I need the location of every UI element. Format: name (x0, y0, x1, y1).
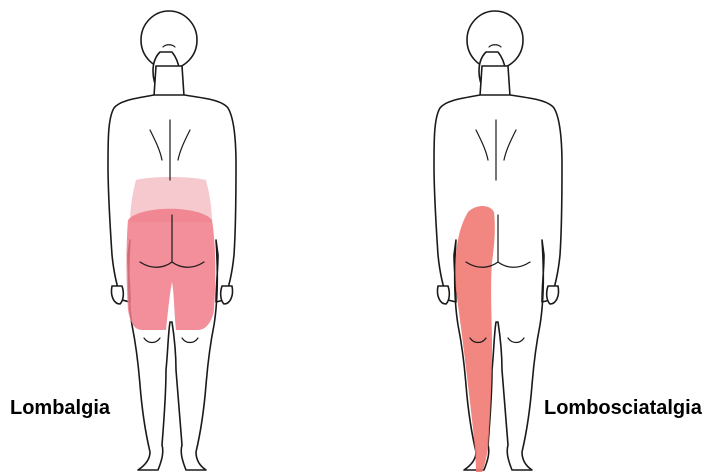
label-lombalgia: Lombalgia (10, 398, 110, 418)
label-lombosciatalgia: Lombosciatalgia (544, 398, 702, 418)
figure-lombosciatalgia (434, 11, 562, 472)
figure-lombalgia (108, 11, 236, 470)
